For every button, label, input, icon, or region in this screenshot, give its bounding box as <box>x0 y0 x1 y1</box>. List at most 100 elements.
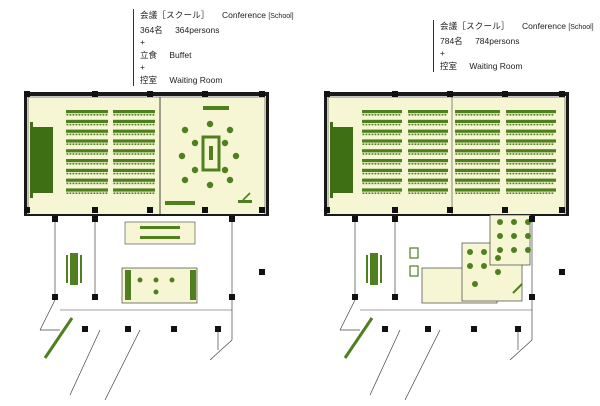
chair <box>423 153 426 155</box>
chair <box>536 114 539 116</box>
chair <box>497 182 500 185</box>
column <box>147 207 153 213</box>
chair <box>78 192 81 194</box>
chair <box>128 153 131 155</box>
chair <box>488 182 491 185</box>
chair <box>494 143 497 145</box>
chair <box>467 163 470 165</box>
chair <box>432 192 435 194</box>
chair <box>438 153 441 155</box>
column <box>392 207 398 213</box>
chair <box>119 182 122 185</box>
chair <box>518 123 521 126</box>
chair <box>548 192 551 194</box>
chair <box>362 192 365 194</box>
chair <box>72 143 75 145</box>
chair <box>524 163 527 165</box>
chair <box>389 133 392 136</box>
chair <box>548 123 551 126</box>
column <box>559 269 565 275</box>
chair <box>429 123 432 126</box>
chair <box>542 114 545 116</box>
round-table <box>511 247 517 253</box>
chair <box>69 163 72 165</box>
chair <box>533 163 536 165</box>
chair <box>479 114 482 116</box>
chair <box>87 143 90 145</box>
chair <box>119 133 122 136</box>
chair <box>542 172 545 175</box>
chair <box>527 133 530 136</box>
hall-top-wall <box>24 92 269 96</box>
chair <box>392 143 395 145</box>
waiting-room-floor <box>124 221 196 245</box>
chair <box>134 163 137 165</box>
school-desk-row <box>362 168 402 172</box>
chair <box>548 133 551 136</box>
chair <box>125 182 128 185</box>
chair <box>467 153 470 155</box>
chair <box>134 182 137 185</box>
chair <box>464 114 467 116</box>
chair <box>125 163 128 165</box>
chair <box>435 163 438 165</box>
chair <box>545 153 548 155</box>
column <box>324 91 330 97</box>
chair <box>78 133 81 136</box>
chair <box>479 123 482 126</box>
chair <box>105 163 108 165</box>
hall-left-wall <box>24 92 27 216</box>
chair <box>99 182 102 185</box>
column <box>229 216 235 222</box>
chair <box>128 143 131 145</box>
chair <box>81 133 84 136</box>
plus-sign: + <box>140 37 145 47</box>
chair <box>90 182 93 185</box>
chair <box>99 153 102 155</box>
standing-table <box>221 139 229 147</box>
chair <box>441 163 444 165</box>
chair <box>488 123 491 126</box>
chair <box>380 123 383 126</box>
counter <box>512 283 523 294</box>
chair <box>72 123 75 126</box>
chair <box>488 172 491 175</box>
chair <box>509 114 512 116</box>
floor-plan-full-conference-layout <box>324 91 569 401</box>
chair <box>479 133 482 136</box>
chair <box>78 143 81 145</box>
waiting-en: Waiting Room <box>169 74 223 85</box>
round-table <box>497 219 503 225</box>
chair <box>69 114 72 116</box>
chair <box>473 123 476 126</box>
chair <box>411 123 414 126</box>
chair <box>93 192 96 194</box>
chair <box>386 143 389 145</box>
chair <box>512 114 515 116</box>
chair <box>414 192 417 194</box>
chair <box>509 153 512 155</box>
chair <box>99 192 102 194</box>
standing-table <box>221 166 229 174</box>
chair <box>414 123 417 126</box>
chair <box>518 163 521 165</box>
chair <box>455 123 458 126</box>
chair <box>476 192 479 194</box>
column <box>92 216 98 222</box>
round-table <box>497 247 503 253</box>
school-desk-row <box>408 139 448 143</box>
school-desk-row <box>506 178 556 182</box>
chair <box>137 182 140 185</box>
chair <box>99 133 102 136</box>
chair <box>75 153 78 155</box>
school-desk-row <box>408 178 448 182</box>
chair <box>545 114 548 116</box>
chair <box>414 143 417 145</box>
school-desk-row <box>506 129 556 133</box>
chair <box>119 192 122 194</box>
chair <box>398 153 401 155</box>
chair <box>140 182 143 185</box>
chair <box>521 182 524 185</box>
chair <box>536 163 539 165</box>
chair <box>533 182 536 185</box>
